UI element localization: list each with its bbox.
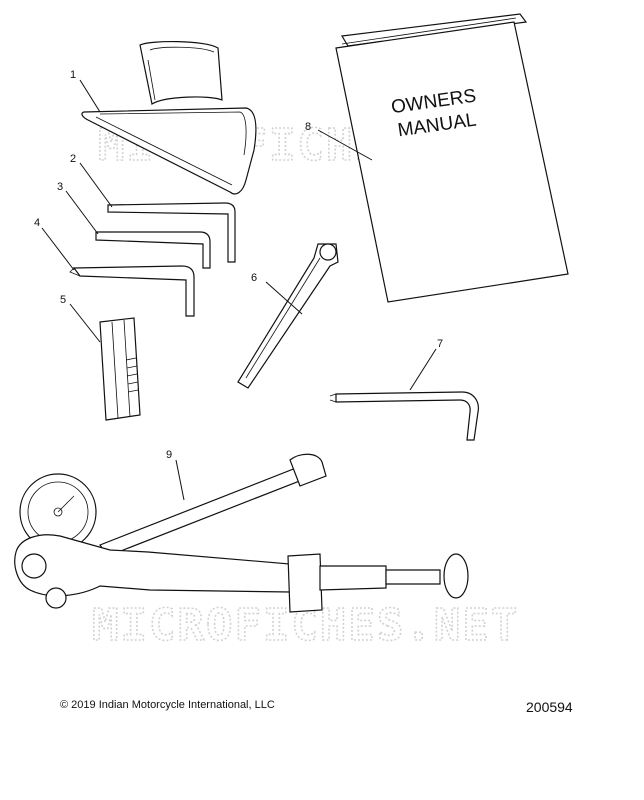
part-3-hex-key xyxy=(95,231,211,269)
part-7-torx-key xyxy=(329,391,479,441)
callout-6: 6 xyxy=(251,272,257,284)
callout-9: 9 xyxy=(166,449,172,461)
callout-7: 7 xyxy=(437,338,443,350)
copyright-symbol: © xyxy=(60,699,69,711)
part-8-owners-manual: OWNERS MANUAL xyxy=(335,13,569,303)
callout-8: 8 xyxy=(305,121,311,133)
part-5-clip-tool xyxy=(99,317,141,421)
document-number: 200594 xyxy=(526,699,573,715)
part-2-hex-key xyxy=(107,202,236,263)
part-4-hex-key xyxy=(69,265,195,317)
copyright-text: 2019 Indian Motorcycle International, LL… xyxy=(71,699,275,711)
copyright-notice: © 2019 Indian Motorcycle International, … xyxy=(60,699,275,711)
callout-4: 4 xyxy=(34,217,40,229)
callout-5: 5 xyxy=(60,294,66,306)
callout-1: 1 xyxy=(70,69,76,81)
leader-lines xyxy=(41,79,437,501)
callout-3: 3 xyxy=(57,181,63,193)
part-6-socket-wrench xyxy=(237,243,339,389)
part-1-strap-tool xyxy=(81,40,257,195)
callout-2: 2 xyxy=(70,153,76,165)
part-9-shock-pump xyxy=(14,453,469,613)
